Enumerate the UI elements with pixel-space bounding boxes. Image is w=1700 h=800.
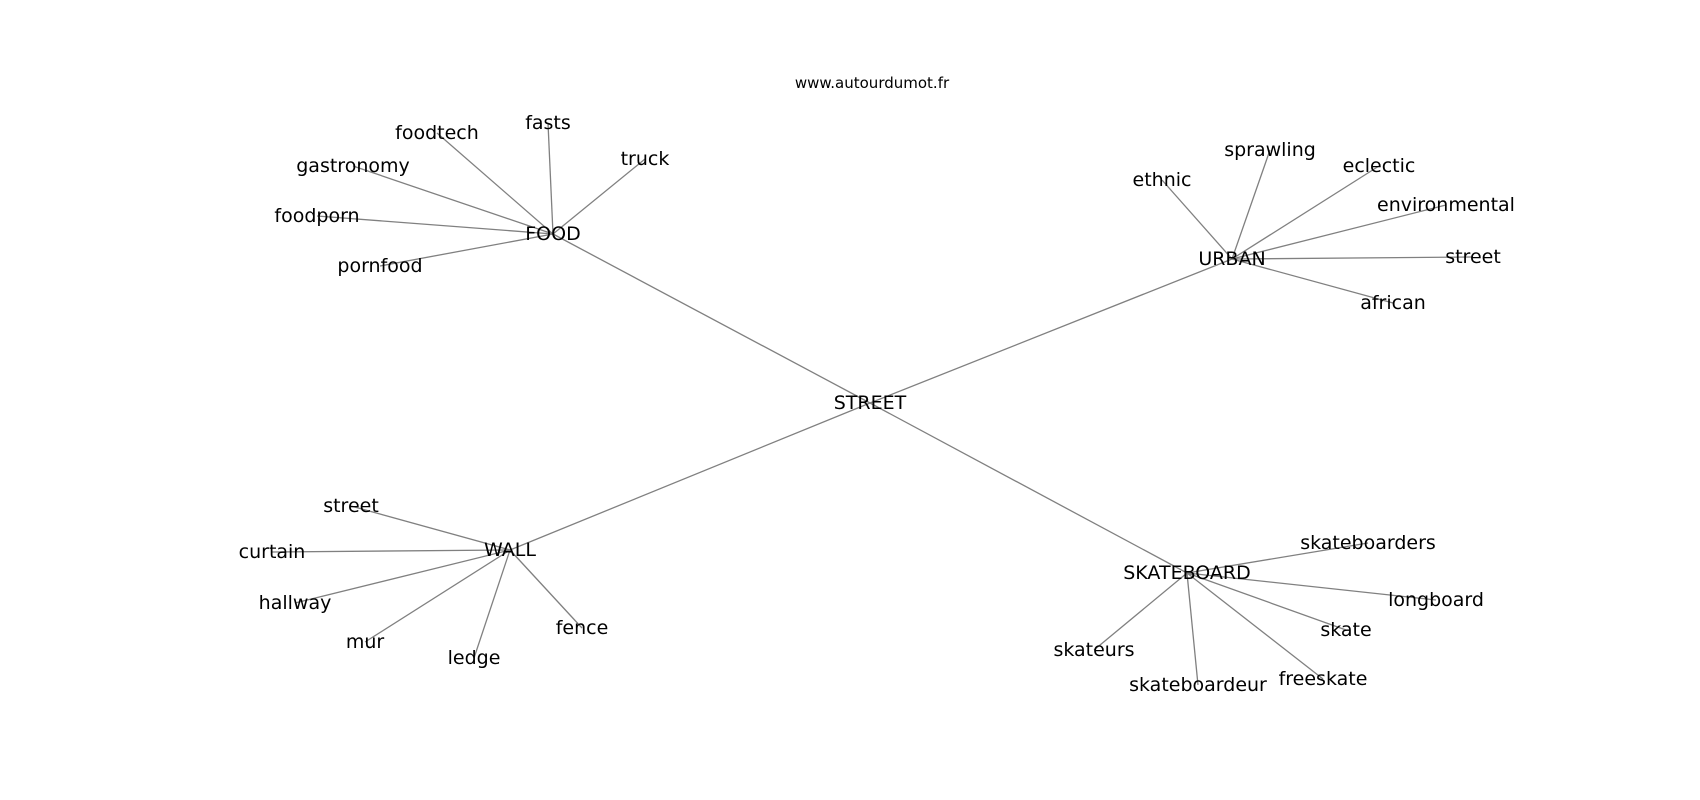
edge-wall-curtain bbox=[271, 549, 511, 553]
edge-root-skateboard bbox=[869, 402, 1188, 574]
leaf-node-urban-ethnic: ethnic bbox=[1133, 169, 1192, 191]
hub-node-skateboard: SKATEBOARD bbox=[1123, 562, 1250, 584]
edge-wall-hallway bbox=[294, 549, 511, 604]
edge-skateboard-skateurs bbox=[1093, 572, 1188, 651]
leaf-node-urban-street: street bbox=[1445, 246, 1501, 268]
site-watermark: www.autourdumot.fr bbox=[795, 74, 950, 92]
edge-urban-street bbox=[1231, 256, 1474, 260]
leaf-node-wall-curtain: curtain bbox=[239, 541, 306, 563]
leaf-node-skateboard-freeskate: freeskate bbox=[1279, 668, 1368, 690]
edge-root-urban bbox=[869, 258, 1233, 404]
edge-food-truck bbox=[552, 158, 646, 235]
edge-skateboard-longboard bbox=[1186, 572, 1437, 601]
leaf-node-skateboard-longboard: longboard bbox=[1388, 589, 1484, 611]
edge-wall-street bbox=[350, 505, 511, 551]
labels-layer: STREET FOOD fasts foodtech truck gastronomy fo… bbox=[239, 112, 1515, 696]
leaf-node-food-foodtech: foodtech bbox=[395, 122, 479, 144]
leaf-node-skateboard-skateurs: skateurs bbox=[1053, 639, 1134, 661]
leaf-node-wall-fence: fence bbox=[556, 617, 609, 639]
edge-food-fasts bbox=[547, 122, 554, 235]
hub-node-urban: URBAN bbox=[1198, 248, 1265, 270]
edge-wall-fence bbox=[509, 549, 583, 629]
leaf-node-wall-hallway: hallway bbox=[259, 592, 332, 614]
leaf-node-food-gastronomy: gastronomy bbox=[296, 155, 410, 177]
edges-layer bbox=[271, 122, 1474, 686]
leaf-node-urban-environmental: environmental bbox=[1377, 194, 1515, 216]
leaf-node-wall-mur: mur bbox=[346, 631, 385, 653]
leaf-node-skateboard-skateboarders: skateboarders bbox=[1300, 532, 1436, 554]
leaf-node-urban-eclectic: eclectic bbox=[1343, 155, 1416, 177]
edge-urban-sprawling bbox=[1231, 149, 1271, 260]
edge-root-wall bbox=[509, 402, 871, 551]
edge-root-food bbox=[552, 233, 871, 404]
leaf-node-food-fasts: fasts bbox=[525, 112, 571, 134]
leaf-node-urban-african: african bbox=[1360, 292, 1426, 314]
edge-urban-environmental bbox=[1231, 204, 1447, 260]
leaf-node-wall-ledge: ledge bbox=[448, 647, 501, 669]
leaf-node-food-truck: truck bbox=[621, 148, 670, 170]
leaf-node-food-pornfood: pornfood bbox=[337, 255, 422, 277]
edge-skateboard-skate bbox=[1186, 572, 1347, 631]
root-node-label: STREET bbox=[834, 392, 907, 414]
leaf-node-food-foodporn: foodporn bbox=[274, 205, 359, 227]
leaf-node-skateboard-skate: skate bbox=[1320, 619, 1371, 641]
hub-node-wall: WALL bbox=[484, 539, 536, 561]
edge-urban-african bbox=[1231, 258, 1394, 304]
edge-food-foodporn bbox=[316, 215, 554, 235]
hub-node-food: FOOD bbox=[525, 223, 580, 245]
edge-wall-ledge bbox=[473, 549, 511, 659]
edge-skateboard-skateboarders bbox=[1186, 542, 1369, 574]
edge-food-gastronomy bbox=[352, 165, 554, 235]
leaf-node-skateboard-skateboardeur: skateboardeur bbox=[1129, 674, 1267, 696]
edge-food-pornfood bbox=[379, 233, 554, 267]
edge-urban-ethnic bbox=[1161, 179, 1233, 260]
leaf-node-wall-street: street bbox=[323, 495, 379, 517]
edge-urban-eclectic bbox=[1231, 165, 1380, 260]
edge-food-foodtech bbox=[436, 132, 554, 235]
leaf-node-urban-sprawling: sprawling bbox=[1224, 139, 1316, 161]
edge-wall-mur bbox=[364, 549, 511, 643]
edge-skateboard-freeskate bbox=[1186, 572, 1324, 680]
edge-skateboard-skateboardeur bbox=[1186, 572, 1199, 686]
